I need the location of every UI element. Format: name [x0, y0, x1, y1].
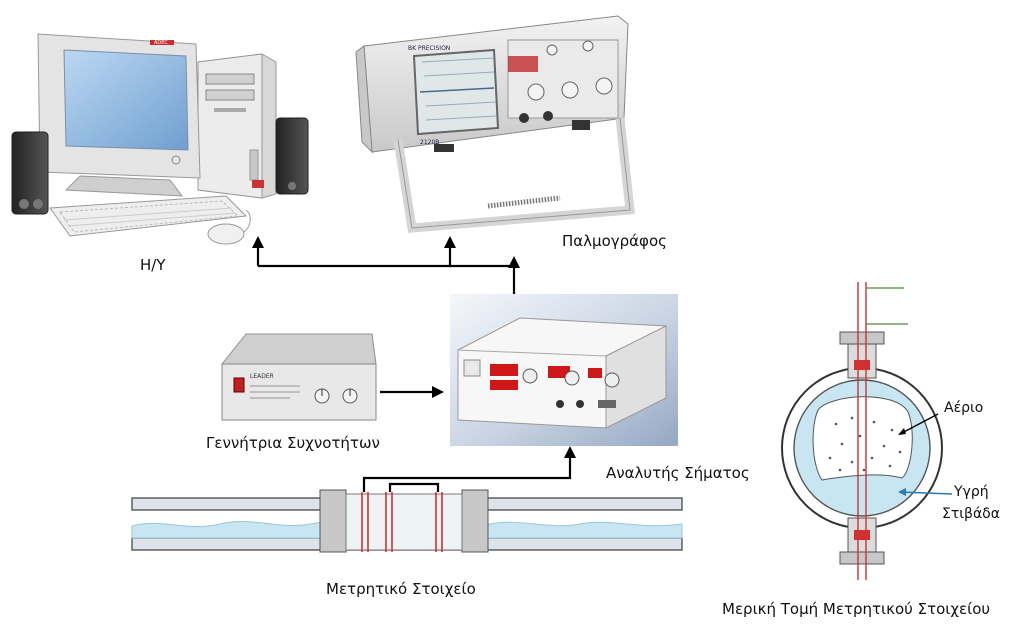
wire-electrode-link	[388, 482, 440, 492]
electrodes	[361, 492, 443, 552]
arrow-up-analyzer	[508, 256, 520, 268]
monitor-badge: ADEC	[154, 40, 168, 46]
pipe-measurement-element	[131, 489, 683, 553]
generator-label: Γεννήτρια Συχνοτήτων	[206, 434, 380, 452]
liquid-label-line1: Υγρή	[954, 484, 989, 500]
oscilloscope-illustration: BK PRECISION 2120B	[355, 15, 635, 233]
computer-illustration: ADEC	[11, 33, 309, 245]
gas-bubble-region	[812, 396, 913, 481]
signal-wiring	[256, 246, 572, 492]
arrow-to-analyzer	[432, 386, 444, 398]
oscilloscope-label: Παλμογράφος	[562, 232, 667, 250]
gas-dots	[828, 416, 902, 472]
wire-sensor-to-analyzer	[362, 456, 572, 492]
speaker-right	[275, 117, 309, 195]
arrowheads	[252, 236, 576, 458]
pc-tower	[197, 53, 277, 199]
arrow-to-computer	[252, 236, 264, 248]
arrow-to-oscilloscope	[444, 236, 456, 248]
generator-brand: LEADER	[250, 373, 274, 380]
oscilloscope-brand: BK PRECISION	[408, 45, 450, 52]
arrow-from-sensor	[564, 446, 576, 458]
speaker-left	[11, 131, 49, 215]
sensor-body	[345, 493, 463, 551]
oscilloscope-model: 2120B	[420, 139, 439, 146]
mouse	[207, 223, 245, 245]
frequency-generator-illustration: LEADER	[220, 333, 377, 421]
liquid-pointer	[899, 491, 953, 495]
flange-left	[319, 489, 347, 553]
flange-right	[461, 489, 489, 553]
monitor: ADEC	[37, 33, 201, 197]
keyboard	[49, 195, 248, 237]
signal-analyzer-illustration	[450, 294, 678, 446]
computer-label: Η/Υ	[140, 256, 166, 274]
sensor-label: Μετρητικό Στοιχείο	[326, 580, 476, 598]
liquid-label-line2: Στιβάδα	[942, 506, 1000, 522]
gas-label: Αέριο	[944, 400, 984, 416]
cross-section-illustration	[781, 282, 953, 580]
gas-pointer	[899, 413, 939, 435]
analyzer-label: Αναλυτής Σήματος	[606, 464, 750, 482]
cross-section-label: Μερική Τομή Μετρητικού Στοιχείου	[722, 600, 991, 618]
